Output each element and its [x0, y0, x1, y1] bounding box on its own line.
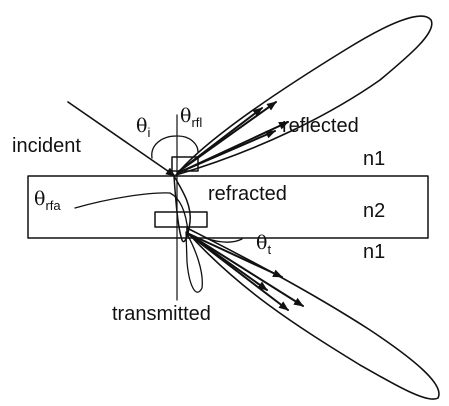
- medium-bottom-label: n1: [363, 241, 385, 263]
- theta-reflected-sub: rfl: [191, 115, 202, 130]
- reflected-arrow-4: [177, 130, 276, 174]
- theta-reflected-symbol: θ: [180, 105, 191, 127]
- reflected-lobe: [175, 15, 433, 176]
- transmitted-angle-arc: [204, 237, 243, 243]
- theta-refracted-symbol: θ: [34, 188, 45, 210]
- reflected-angle-arc: [177, 135, 199, 153]
- transmitted-arrow-3: [186, 232, 304, 307]
- theta-refracted-sub: rfa: [45, 198, 61, 213]
- refracted-label: refracted: [208, 183, 287, 205]
- transmitted-arrow-4: [186, 232, 289, 311]
- theta-transmitted-sub: t: [267, 242, 271, 257]
- lower-detector-box: [154, 211, 208, 228]
- theta-transmitted-symbol: θ: [256, 232, 267, 254]
- transmitted-inner-lobe: [185, 231, 203, 293]
- transmitted-label: transmitted: [112, 303, 211, 325]
- theta-incident-sub: i: [147, 125, 150, 140]
- theta-transmitted-label: θt: [256, 232, 271, 257]
- theta-incident-symbol: θ: [136, 115, 147, 137]
- medium-middle-label: n2: [363, 200, 385, 222]
- transmitted-lobe: [186, 227, 440, 400]
- incident-label: incident: [12, 135, 81, 157]
- incident-ray: [67, 101, 176, 177]
- reflected-label: reflected: [282, 115, 359, 137]
- medium-top-label: n1: [363, 148, 385, 170]
- transmitted-arrows: [186, 232, 304, 311]
- refracted-angle-curve: [74, 192, 189, 233]
- refracted-lobe: [173, 175, 191, 243]
- theta-incident-label: θi: [136, 115, 150, 140]
- transmitted-arrow-1: [186, 232, 283, 278]
- reflected-arrows: [177, 101, 289, 174]
- incident-angle-arc: [151, 135, 177, 159]
- theta-reflected-label: θrfl: [180, 105, 202, 130]
- theta-refracted-label: θrfa: [34, 188, 61, 213]
- slab-n2: [27, 175, 429, 239]
- reflected-arrow-2: [177, 107, 263, 173]
